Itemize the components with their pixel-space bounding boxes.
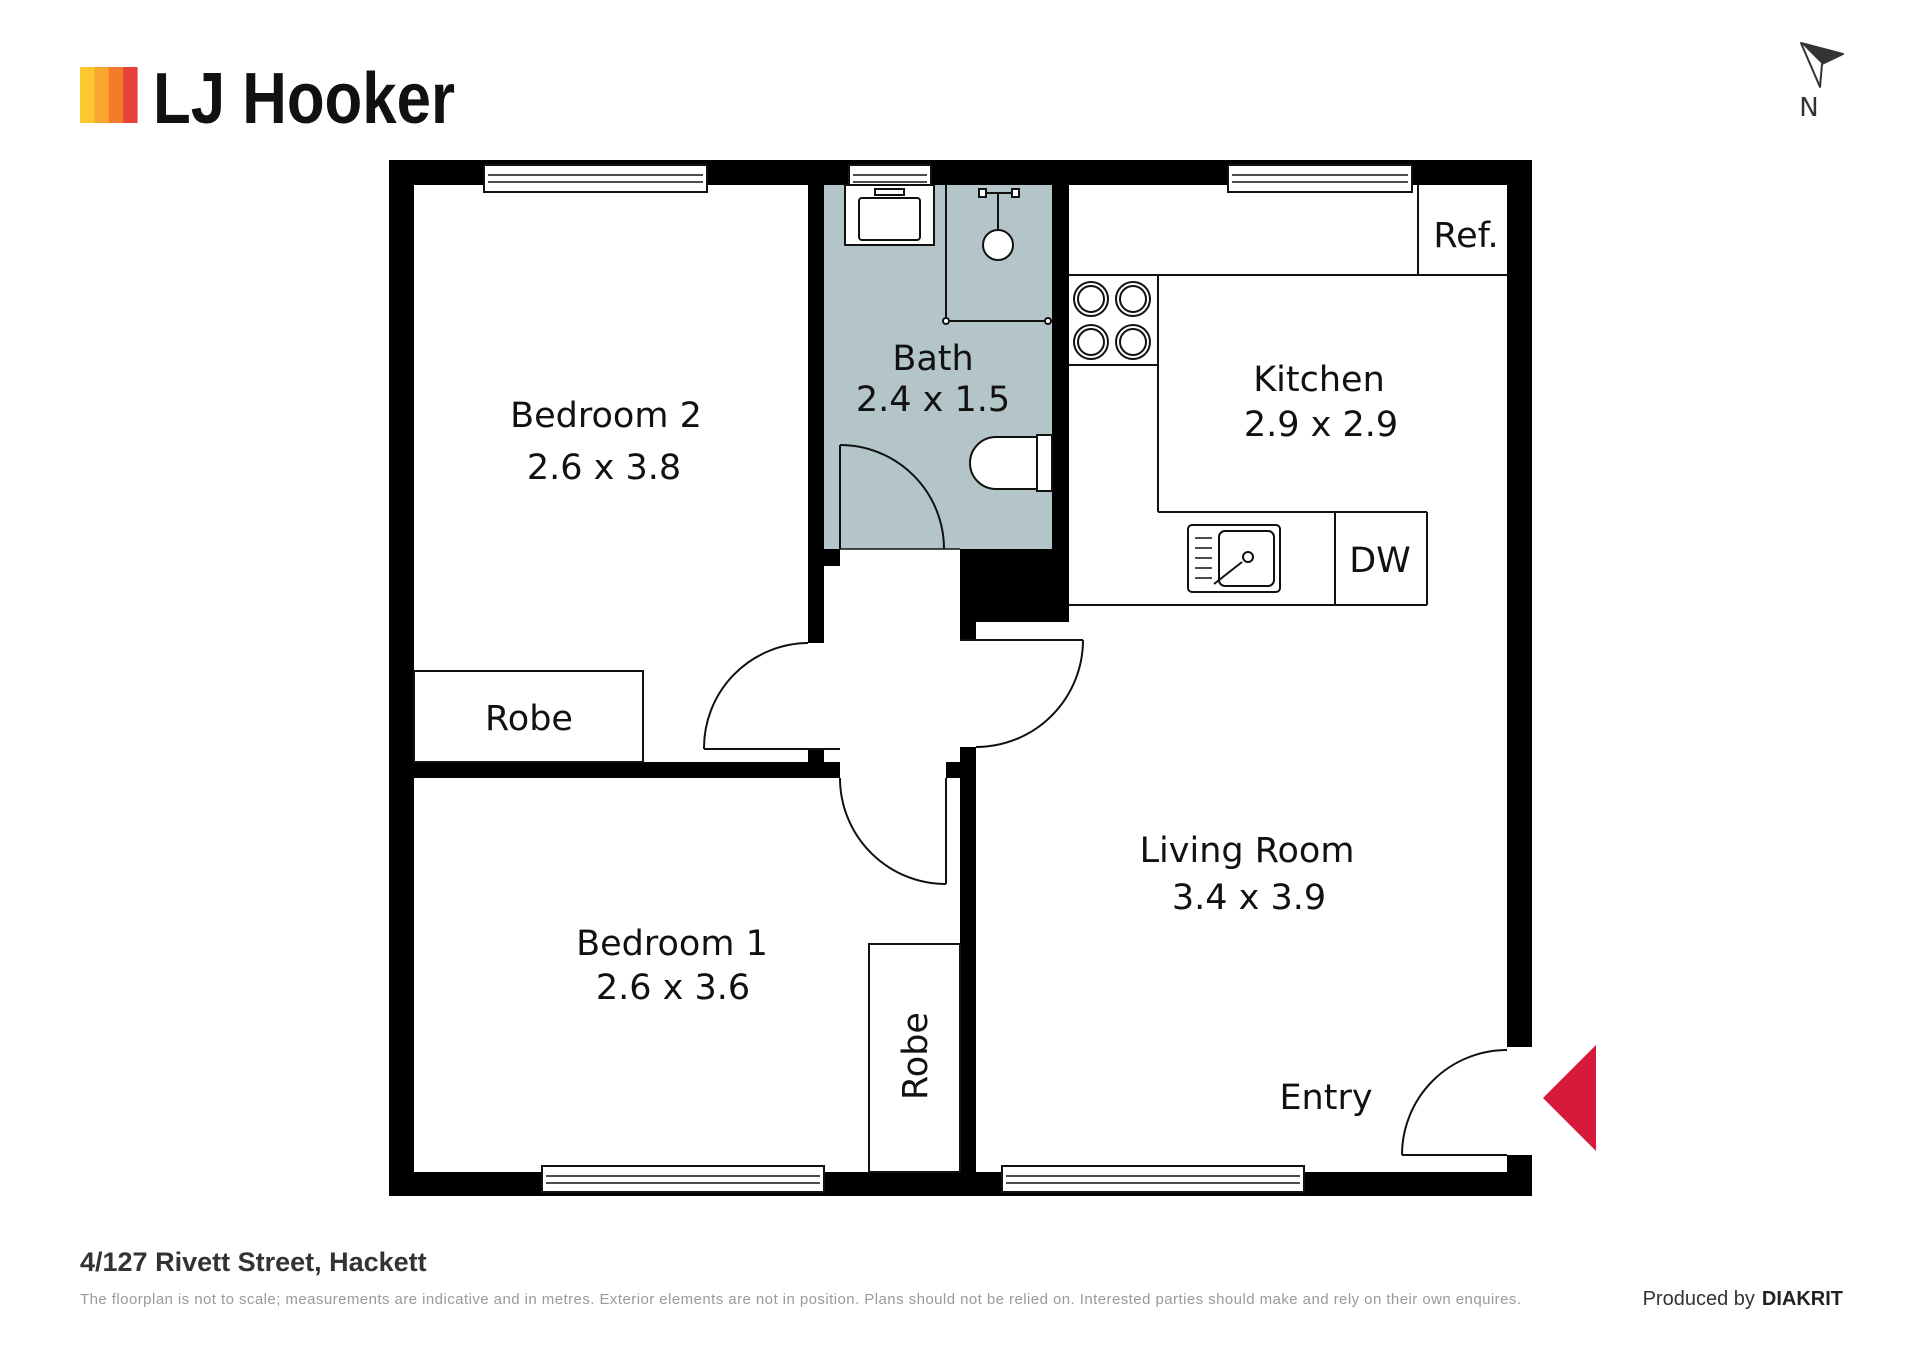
property-address: 4/127 Rivett Street, Hackett bbox=[80, 1247, 427, 1277]
logo-bar-yellow bbox=[80, 67, 95, 123]
logo-bar-orange bbox=[108, 67, 124, 123]
shower-head bbox=[982, 229, 1014, 261]
bedroom1-name: Bedroom 1 bbox=[576, 924, 768, 964]
logo-bar-red bbox=[123, 67, 138, 123]
burner-inner bbox=[1119, 285, 1147, 313]
shower-icon bbox=[942, 185, 1052, 325]
sink-outer bbox=[1187, 524, 1281, 593]
living-size: 3.4 x 3.9 bbox=[1172, 878, 1326, 918]
kitchen-sink-icon bbox=[1187, 524, 1281, 593]
window-bedroom1 bbox=[541, 1165, 825, 1193]
windows bbox=[483, 164, 1413, 1193]
shower-tap bbox=[1011, 188, 1020, 198]
producer-brand: DIAKRIT bbox=[1762, 1288, 1843, 1310]
cooktop-icon bbox=[1073, 281, 1151, 360]
burner-outer bbox=[1115, 324, 1151, 360]
door-bedroom1 bbox=[839, 777, 947, 885]
toilet-cistern bbox=[1036, 434, 1053, 492]
wall-bedroom1-living bbox=[960, 747, 976, 1172]
produced-by-credit: Produced by DIAKRIT bbox=[1643, 1288, 1843, 1310]
sink-faucet bbox=[1213, 561, 1243, 585]
disclaimer: The floorplan is not to scale; measureme… bbox=[80, 1291, 1521, 1308]
north-arrow-icon bbox=[1800, 42, 1844, 88]
door-bath bbox=[839, 444, 960, 550]
wall-hall-right-upper bbox=[960, 622, 976, 640]
door-swing-arc bbox=[839, 444, 945, 550]
window-living bbox=[1001, 1165, 1305, 1193]
wall-bath-bottom-stub bbox=[824, 549, 840, 566]
bath-size: 2.4 x 1.5 bbox=[856, 380, 1010, 420]
entry-arrow-icon bbox=[1543, 1045, 1596, 1151]
door-entry bbox=[1401, 1049, 1508, 1156]
bedroom1-size: 2.6 x 3.6 bbox=[596, 968, 750, 1008]
robe-bedroom2-outline bbox=[413, 670, 644, 763]
sink-drain bbox=[1242, 551, 1254, 563]
robe-bedroom2-label: Robe bbox=[485, 699, 573, 739]
window-bedroom2 bbox=[483, 164, 708, 193]
door-bedroom2 bbox=[702, 642, 840, 750]
door-living bbox=[960, 639, 1084, 748]
wall-bedroom2-hall bbox=[808, 185, 824, 643]
door-swing-arc bbox=[702, 642, 809, 750]
burner-inner bbox=[1077, 328, 1105, 356]
wall-bedroom2-bedroom1 bbox=[414, 762, 840, 778]
kitchen-name: Kitchen bbox=[1253, 360, 1385, 400]
bath-fixtures bbox=[844, 184, 1053, 492]
doors bbox=[702, 444, 1508, 1156]
vanity-basin-icon bbox=[844, 184, 935, 246]
sink-bowl bbox=[1218, 530, 1275, 587]
living-name: Living Room bbox=[1140, 831, 1355, 871]
window-frame bbox=[1001, 1165, 1305, 1193]
bath-name: Bath bbox=[892, 339, 973, 379]
window-frame bbox=[483, 164, 708, 193]
wall-right-lower bbox=[1507, 1155, 1532, 1196]
window-frame bbox=[541, 1165, 825, 1193]
burner-outer bbox=[1073, 281, 1109, 317]
robe-bedroom1-outline bbox=[868, 943, 961, 1173]
door-swing-arc bbox=[1401, 1049, 1508, 1156]
shower-tap bbox=[978, 188, 987, 198]
toilet-bowl bbox=[969, 436, 1038, 490]
basin bbox=[858, 197, 921, 241]
dishwasher-label: DW bbox=[1349, 541, 1411, 581]
compass: N bbox=[1799, 42, 1844, 123]
logo-bar-light-orange bbox=[94, 67, 110, 123]
window-frame bbox=[1227, 164, 1413, 193]
footer: 4/127 Rivett Street, Hackett The floorpl… bbox=[80, 1247, 1843, 1310]
door-swing-arc bbox=[975, 639, 1084, 748]
burner-outer bbox=[1115, 281, 1151, 317]
logo: LJ Hooker bbox=[80, 59, 455, 139]
bedroom2-name: Bedroom 2 bbox=[510, 396, 702, 436]
door-swing-arc bbox=[839, 777, 947, 885]
wall-duct-block bbox=[960, 549, 1069, 622]
produced-by-label: Produced by bbox=[1643, 1288, 1755, 1310]
kitchen-joinery bbox=[1069, 185, 1507, 606]
window-kitchen bbox=[1227, 164, 1413, 193]
entry-label: Entry bbox=[1279, 1078, 1372, 1118]
basin-tap bbox=[874, 188, 905, 196]
fridge-label: Ref. bbox=[1433, 216, 1498, 256]
burner-outer bbox=[1073, 324, 1109, 360]
room-labels: Bedroom 2 2.6 x 3.8 Bath 2.4 x 1.5 Kitch… bbox=[485, 216, 1499, 1118]
north-label: N bbox=[1799, 93, 1818, 123]
kitchen-size: 2.9 x 2.9 bbox=[1244, 405, 1398, 445]
wall-right-upper bbox=[1507, 160, 1532, 1047]
wall-left bbox=[389, 160, 414, 1196]
toilet-icon bbox=[969, 434, 1053, 492]
robe-bedroom1-label: Robe bbox=[896, 1012, 936, 1100]
burner-inner bbox=[1119, 328, 1147, 356]
interior-walls bbox=[414, 185, 1069, 1172]
shower-screen-post bbox=[942, 317, 950, 325]
north-arrow-fill bbox=[1801, 43, 1843, 64]
wall-hall-left-lower bbox=[808, 749, 824, 762]
logo-wordmark: LJ Hooker bbox=[153, 59, 455, 139]
bedroom2-size: 2.6 x 3.8 bbox=[527, 448, 681, 488]
wall-bath-kitchen bbox=[1052, 185, 1069, 622]
burner-inner bbox=[1077, 285, 1105, 313]
shower-screen-post bbox=[1044, 317, 1052, 325]
floorplan: Bedroom 2 2.6 x 3.8 Bath 2.4 x 1.5 Kitch… bbox=[389, 160, 1596, 1196]
